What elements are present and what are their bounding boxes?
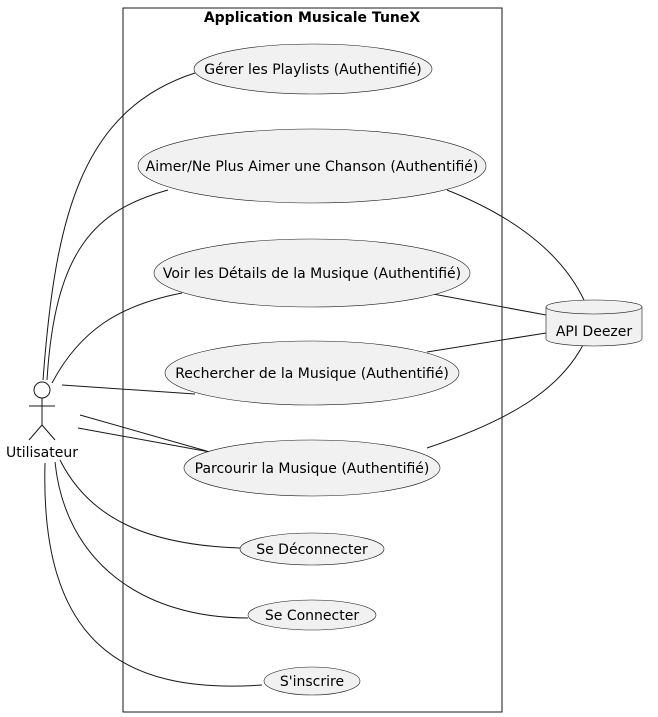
use-case-logout[interactable]: Se Déconnecter	[239, 532, 385, 566]
database-api-deezer[interactable]: API Deezer	[545, 299, 643, 347]
use-case-label: Voir les Détails de la Musique (Authenti…	[163, 266, 461, 282]
edge-actor-search-music	[61, 384, 196, 395]
edge-browse-music-db	[426, 342, 585, 449]
actor-utilisateur[interactable]: Utilisateur	[6, 381, 78, 461]
database-top-rim	[545, 306, 643, 315]
actor-label: Utilisateur	[6, 445, 78, 461]
use-case-view-details[interactable]: Voir les Détails de la Musique (Authenti…	[153, 238, 471, 308]
edge-search-music-db	[426, 332, 547, 353]
edge-actor-logout-2	[59, 459, 241, 549]
use-case-manage-playlists[interactable]: Gérer les Playlists (Authentifié)	[193, 43, 433, 95]
system-boundary	[122, 7, 503, 713]
db-associations	[426, 189, 585, 449]
use-case-label: Gérer les Playlists (Authentifié)	[204, 62, 422, 78]
system-title: Application Musicale TuneX	[204, 10, 421, 26]
edge-actor-view-details	[51, 292, 183, 384]
edge-actor-like-song	[46, 189, 169, 381]
use-case-label: S'inscrire	[280, 674, 344, 690]
actor-head-icon	[33, 381, 51, 399]
edge-actor-logout	[77, 427, 211, 453]
use-case-label: Se Connecter	[265, 608, 359, 624]
use-case-like-song[interactable]: Aimer/Ne Plus Aimer une Chanson (Authent…	[137, 128, 487, 204]
use-case-label: Se Déconnecter	[256, 542, 368, 558]
actor-leg-right	[41, 424, 56, 441]
edge-actor-browse-music	[79, 414, 211, 453]
actor-leg-left	[28, 424, 43, 441]
use-case-browse-music[interactable]: Parcourir la Musique (Authentifié)	[183, 439, 441, 497]
use-case-label: Rechercher de la Musique (Authentifié)	[175, 366, 449, 382]
use-case-label: Aimer/Ne Plus Aimer une Chanson (Authent…	[146, 159, 479, 175]
edge-view-details-db	[432, 293, 547, 316]
database-icon	[545, 299, 643, 347]
edge-actor-register	[44, 462, 263, 687]
use-case-label: Parcourir la Musique (Authentifié)	[195, 461, 430, 477]
use-case-login[interactable]: Se Connecter	[247, 599, 377, 631]
edge-actor-login	[54, 461, 249, 619]
use-case-register[interactable]: S'inscrire	[263, 666, 361, 696]
edge-like-song-db	[446, 189, 585, 301]
actor-associations	[42, 72, 263, 687]
edge-actor-manage-playlists	[42, 72, 196, 381]
use-case-search-music[interactable]: Rechercher de la Musique (Authentifié)	[164, 340, 460, 406]
database-label: API Deezer	[556, 324, 633, 340]
